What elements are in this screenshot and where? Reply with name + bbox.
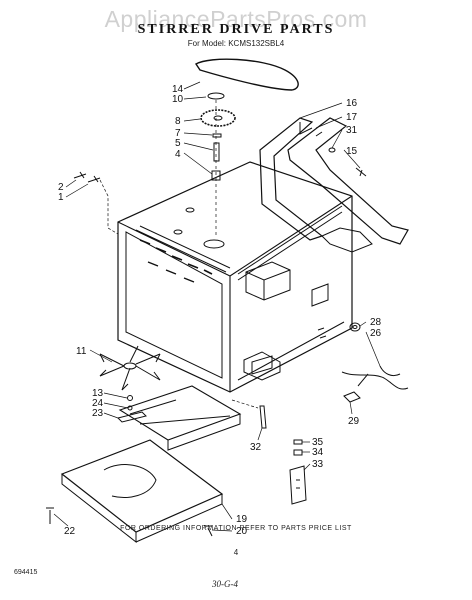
callout-33: 33	[312, 459, 324, 470]
pulley	[207, 92, 225, 100]
callout-24: 24	[92, 398, 104, 409]
drive-belt	[195, 58, 299, 91]
callout-7: 7	[175, 128, 181, 139]
stirrer-fan	[99, 345, 161, 391]
waveguide-duct	[259, 117, 324, 241]
callout-34: 34	[312, 447, 324, 458]
bolt-15	[355, 167, 367, 177]
screw-1	[87, 175, 101, 183]
date-stamp: 30-G-4	[212, 579, 238, 589]
callout-19: 19	[236, 514, 248, 525]
washer	[212, 133, 222, 138]
callout-35: 35	[312, 437, 324, 448]
callout-16: 16	[346, 98, 358, 109]
document-number: 694415	[14, 569, 38, 576]
screw-22	[46, 507, 54, 524]
callout-10: 10	[172, 94, 184, 105]
callout-23: 23	[92, 408, 104, 419]
page-number: 4	[233, 548, 239, 557]
callout-28: 28	[370, 317, 382, 328]
shaft	[213, 142, 220, 162]
callout-11: 11	[76, 346, 87, 357]
callout-22: 22	[64, 526, 76, 537]
callout-31: 31	[346, 125, 358, 136]
callout-13: 13	[92, 388, 104, 399]
callout-20: 20	[236, 526, 248, 537]
callout-8: 8	[175, 116, 181, 127]
screw-2	[73, 171, 87, 179]
callout-5: 5	[175, 138, 181, 149]
watermark-text: AppliancePartsPros.com	[104, 6, 368, 32]
pin-32	[259, 405, 267, 429]
motor-housing	[245, 261, 291, 301]
wire-harness	[341, 365, 409, 390]
part-35	[293, 439, 303, 445]
callout-15: 15	[346, 146, 358, 157]
callout-1: 1	[58, 192, 64, 203]
callout-29: 29	[348, 416, 360, 427]
part-29	[343, 391, 361, 403]
callout-17: 17	[346, 112, 358, 123]
ordering-note: FOR ORDERING INFORMATION REFER TO PARTS …	[120, 525, 352, 532]
cabinet-frame	[117, 161, 353, 393]
switch-33	[289, 465, 307, 505]
callout-4: 4	[175, 149, 181, 160]
part-34	[293, 449, 303, 456]
base-plate	[60, 439, 224, 533]
page-title: STIRRER DRIVE PARTS	[137, 22, 335, 37]
grommet	[349, 322, 361, 332]
callout-26: 26	[370, 328, 382, 339]
callout-32: 32	[250, 442, 262, 453]
stirrer-gear	[200, 109, 236, 127]
model-label: For Model: KCMS132SBL4	[187, 39, 285, 48]
screw-20	[204, 525, 213, 537]
callout-14: 14	[172, 84, 184, 95]
callout-2: 2	[58, 182, 64, 193]
